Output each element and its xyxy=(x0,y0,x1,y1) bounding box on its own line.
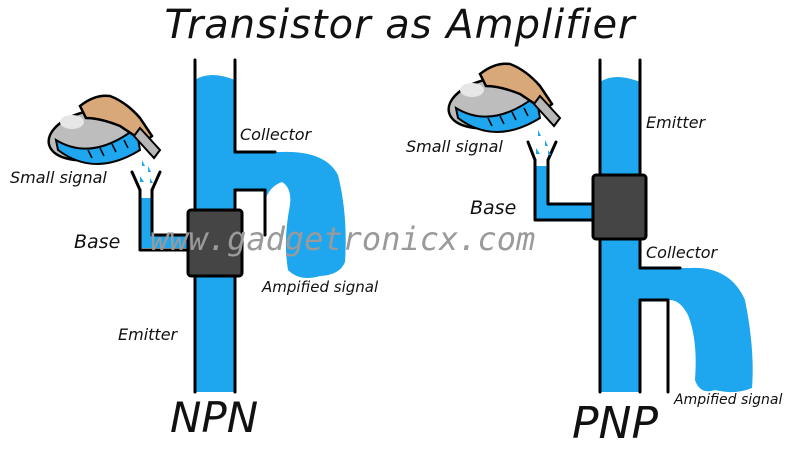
npn-collector-label: Collector xyxy=(240,125,313,144)
npn-beaker-icon xyxy=(47,108,142,165)
pnp-name: PNP xyxy=(572,398,658,449)
page-title: Transistor as Amplifier xyxy=(164,2,636,48)
npn-drops-icon xyxy=(140,160,153,183)
pnp-diagram xyxy=(447,58,753,394)
npn-transistor-block-icon xyxy=(186,208,244,278)
npn-small-signal-label: Small signal xyxy=(10,168,107,187)
npn-base-label: Base xyxy=(74,231,120,253)
pnp-collector-water xyxy=(640,267,753,393)
npn-amplified-label: Ampified signal xyxy=(261,278,379,296)
pnp-base-label: Base xyxy=(470,197,516,219)
pnp-small-signal-label: Small signal xyxy=(406,137,503,156)
pnp-drops-icon xyxy=(536,130,551,155)
pnp-base-water xyxy=(535,166,598,220)
npn-emitter-label: Emitter xyxy=(118,325,179,344)
npn-hand-icon xyxy=(78,94,162,160)
pnp-emitter-label: Emitter xyxy=(646,113,707,132)
pnp-collector-label: Collector xyxy=(646,243,719,262)
pnp-amplified-label: Ampified signal xyxy=(673,392,783,408)
npn-collector-water xyxy=(235,151,346,278)
npn-name: NPN xyxy=(170,393,258,442)
pnp-hand-icon xyxy=(478,62,562,128)
pnp-transistor-block-icon xyxy=(591,173,648,241)
watermark: www.gadgetronicx.com xyxy=(150,220,535,258)
npn-diagram xyxy=(47,58,346,394)
